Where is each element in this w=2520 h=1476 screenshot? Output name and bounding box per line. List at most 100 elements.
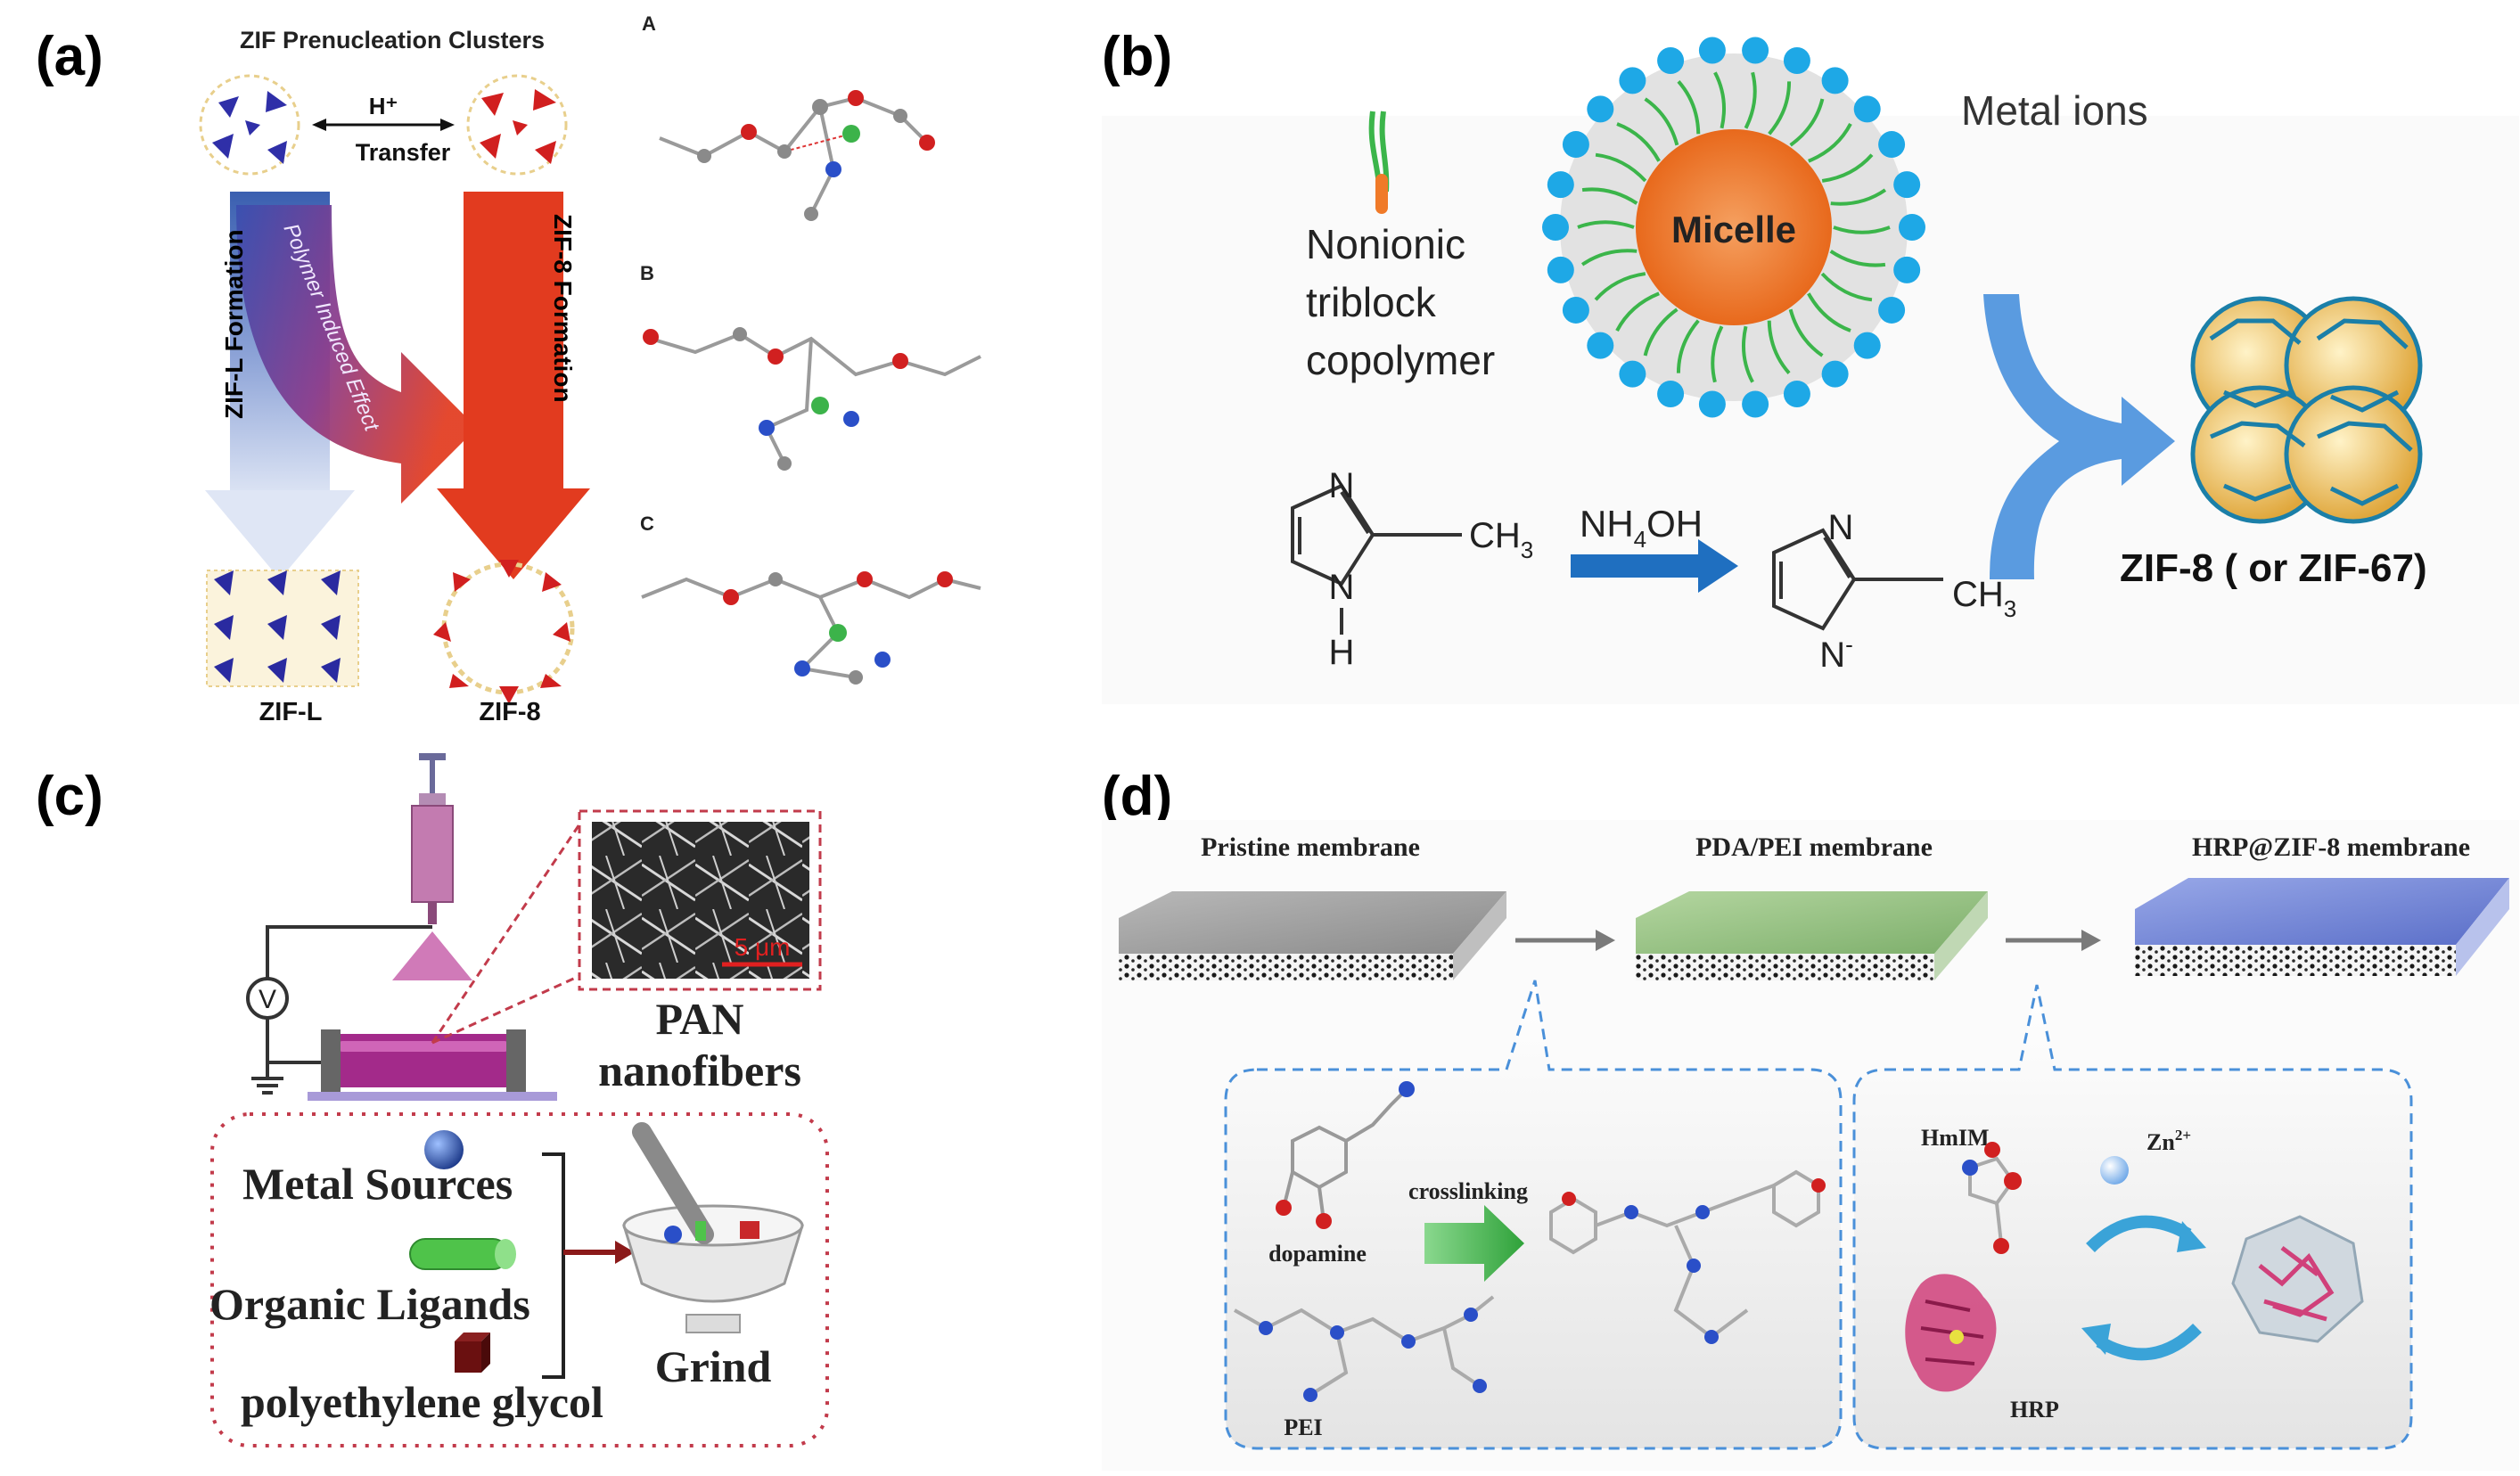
micelle-chain — [1788, 308, 1824, 357]
panel-b-letter: (b) — [1102, 26, 1173, 87]
metal-ion-icon — [1657, 46, 1685, 74]
zn-ion-icon — [2100, 1156, 2129, 1185]
zif-8-cage-icon — [2190, 296, 2423, 524]
micelle-chain — [1711, 325, 1724, 383]
panel-c: V 5 μm PAN nanofibers Metal Sources Orga… — [209, 753, 829, 1447]
circuit-lines — [251, 925, 432, 1095]
micelle-chain — [1767, 320, 1791, 374]
membrane-3-label: HRP@ZIF-8 membrane — [2192, 832, 2470, 862]
imidazole-left-icon — [1291, 483, 1462, 586]
panel-b: Nonionic triblock copolymer Micelle Meta… — [1102, 53, 2519, 704]
metal-ion-icon — [1562, 296, 1589, 324]
struct-label-b: B — [640, 262, 654, 284]
transfer-top-label: H⁺ — [369, 93, 398, 119]
ch3-left: CH3 — [1469, 516, 1533, 563]
struct-label-c: C — [640, 512, 654, 535]
micelle-chain — [1830, 188, 1887, 206]
crosslinking-label: crosslinking — [1408, 1178, 1528, 1204]
dopamine-molecule-icon — [1276, 1081, 1415, 1229]
mortar-pestle-icon — [622, 1122, 804, 1333]
hrp-protein-icon — [1905, 1274, 1997, 1392]
micelle-chain — [1807, 292, 1851, 332]
copolymer-line-3: copolymer — [1306, 337, 1495, 383]
micelle-chain — [1768, 81, 1792, 135]
micelle-chain — [1833, 226, 1891, 234]
metal-ion-icon — [1657, 381, 1685, 408]
micelle-chain — [1580, 249, 1638, 266]
metal-ion-icon — [1547, 256, 1574, 283]
crosslinked-product-icon — [1549, 1169, 1826, 1344]
imidazole-right-icon — [1772, 528, 1943, 631]
zif-l-formation-label: ZIF-L Formation — [220, 229, 248, 419]
atom-n-top-right: N — [1828, 508, 1854, 547]
micelle-chain — [1581, 187, 1638, 205]
metal-ion-icon — [1547, 171, 1574, 199]
micelle-chain — [1644, 97, 1679, 146]
hmim-molecule-icon — [1962, 1142, 2022, 1254]
organic-ligands-label: Organic Ligands — [209, 1279, 530, 1329]
panel-a-title: ZIF Prenucleation Clusters — [240, 27, 545, 53]
atom-n-bottom-left: N — [1329, 568, 1355, 607]
zif-l-structure-icon — [206, 570, 359, 687]
pan-label-line-1: PAN — [655, 994, 743, 1044]
molecule-c-icon — [641, 571, 981, 685]
grind-label: Grind — [655, 1341, 772, 1391]
micelle-chain — [1789, 98, 1825, 147]
red-cluster-icon — [466, 74, 568, 176]
transfer-bottom-label: Transfer — [356, 139, 451, 166]
metal-ion-icon — [1783, 46, 1810, 74]
merge-arrow — [1983, 294, 2175, 579]
panel-d: Pristine membrane PDA/PEI membrane HRP@Z… — [1102, 820, 2519, 1471]
panel-a-letter: (a) — [36, 26, 103, 87]
pei-label: PEI — [1284, 1414, 1322, 1440]
zif-8-label: ZIF-8 — [479, 698, 540, 726]
metal-ion-icon — [1893, 256, 1921, 283]
cycle-arrow-bottom — [2096, 1323, 2202, 1361]
metal-ion-icon — [1742, 390, 1769, 418]
atom-h-left: H — [1329, 633, 1355, 672]
metal-ion-icon — [1619, 360, 1646, 388]
micelle-chain — [1616, 122, 1661, 162]
metal-ion-icon — [1893, 171, 1921, 199]
hmim-label: HmIM — [1921, 1125, 1990, 1151]
micelle-chain — [1829, 250, 1886, 267]
panel-c-letter: (c) — [36, 766, 103, 827]
zif-l-label: ZIF-L — [259, 698, 323, 726]
zif-8-formation-label: ZIF-8 Formation — [549, 214, 577, 403]
zif-8-arrow — [437, 192, 590, 579]
membrane-2-label: PDA/PEI membrane — [1695, 832, 1933, 862]
metal-ion-icon — [1742, 37, 1769, 64]
atom-n-top-left: N — [1329, 466, 1355, 505]
sem-image — [592, 822, 809, 979]
hrp-zif8-membrane-icon — [2135, 878, 2509, 976]
cycle-arrow-top — [2086, 1215, 2192, 1253]
peg-cube-icon — [455, 1332, 490, 1373]
polymer-curved-arrow — [236, 205, 477, 504]
voltmeter-icon — [246, 977, 289, 1020]
zif-8-structure-icon — [433, 560, 575, 704]
panel-d-letter: (d) — [1102, 766, 1173, 827]
crosslinking-arrow — [1424, 1205, 1524, 1282]
pei-molecule-icon — [1234, 1295, 1495, 1402]
micelle-chain — [1808, 123, 1852, 163]
metal-ion-icon — [1783, 381, 1810, 408]
metal-ions-label: Metal ions — [1961, 87, 2148, 134]
micelle-chain — [1595, 152, 1647, 183]
membrane-1-label: Pristine membrane — [1201, 832, 1420, 862]
peg-label: polyethylene glycol — [241, 1377, 603, 1427]
hrp-zif8-crystal-icon — [2231, 1215, 2364, 1343]
copolymer-line-2: triblock — [1306, 279, 1437, 325]
micelle-chain — [1643, 308, 1679, 357]
metal-ion-icon — [1587, 95, 1614, 123]
ch3-right: CH3 — [1952, 575, 2016, 622]
micelle-chain — [1821, 153, 1874, 183]
metal-ion-icon — [1878, 296, 1906, 324]
micelle-chain — [1820, 272, 1873, 302]
struct-label-a: A — [642, 12, 656, 35]
metal-source-ball-icon — [424, 1130, 464, 1169]
callout-box-1 — [1224, 980, 1843, 1450]
metal-ion-icon — [1619, 67, 1646, 94]
nh4oh-label: NH4OH — [1580, 503, 1703, 553]
blue-cluster-icon — [199, 74, 300, 176]
